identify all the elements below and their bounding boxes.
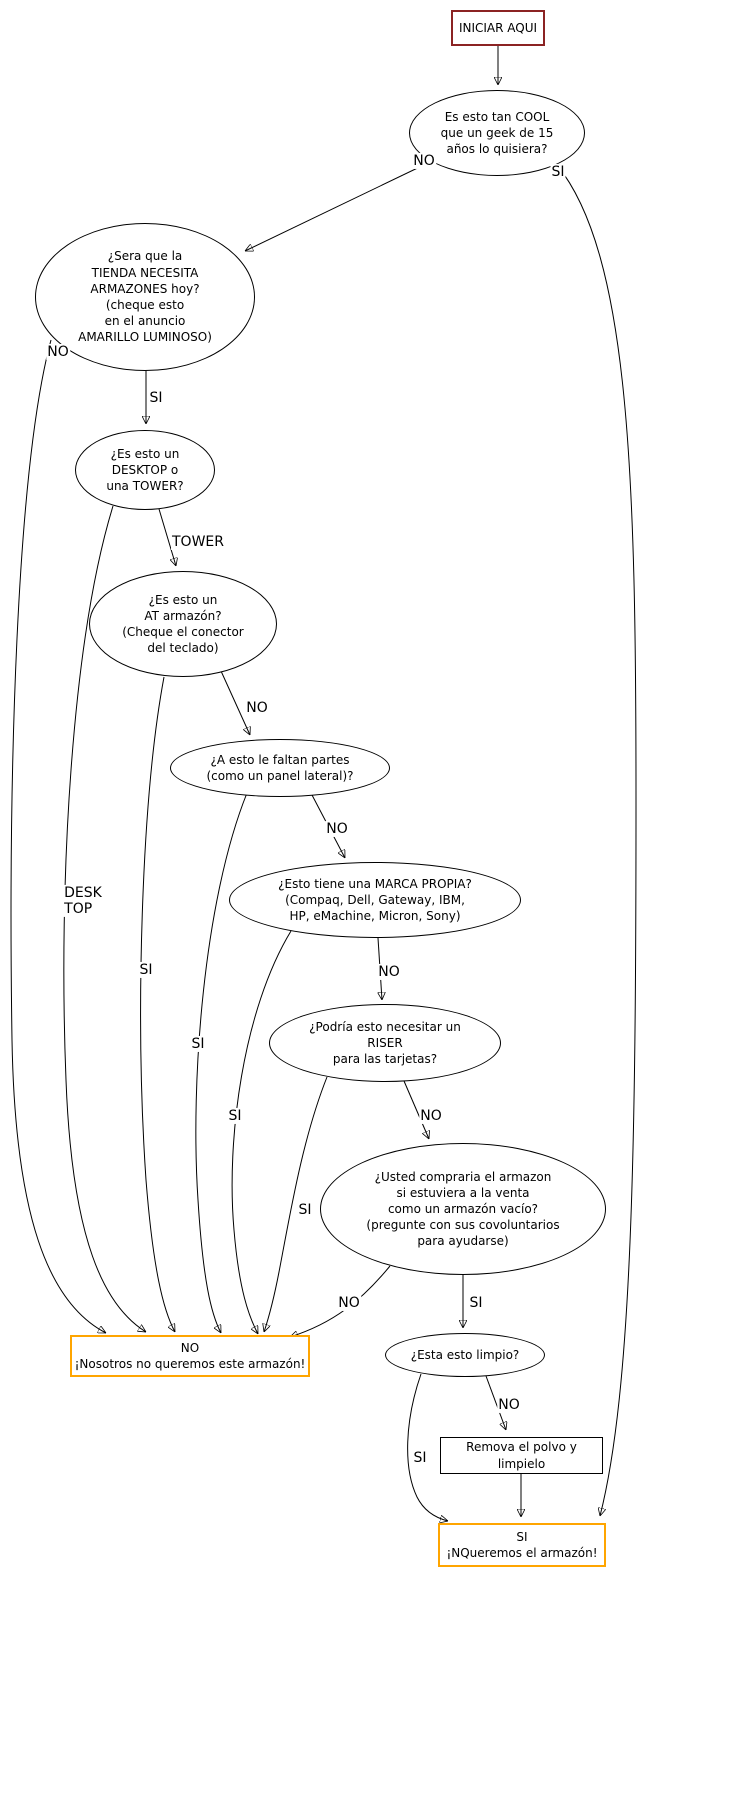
edge-label-at-faltan: NO [245,699,269,717]
node-tienda-label: ¿Sera que la TIENDA NECESITA ARMAZONES h… [78,249,212,345]
edge-desktower-at [158,508,176,566]
node-compraria-question: ¿Usted compraria el armazon si estuviera… [320,1143,606,1275]
edge-riser-nobox [264,1076,328,1332]
node-tienda-question: ¿Sera que la TIENDA NECESITA ARMAZONES h… [35,223,255,371]
edge-limpio-remova [485,1375,506,1430]
node-at-question: ¿Es esto un AT armazón? (Cheque el conec… [89,571,277,677]
edge-label-limpio-si: SI [412,1449,428,1467]
node-start-label: INICIAR AQUI [458,20,538,35]
node-limpio-label: ¿Esta esto limpio? [410,1347,520,1362]
node-marca-question: ¿Esto tiene una MARCA PROPIA? (Compaq, D… [229,862,521,938]
node-riser-question: ¿Podría esto necesitar un RISER para las… [269,1004,501,1082]
edge-label-marca-no: SI [227,1107,243,1125]
edge-cool-tienda [245,162,429,251]
node-si-terminal-label: SI ¡NQueremos el armazón! [446,1529,598,1560]
node-desktop-tower-question: ¿Es esto un DESKTOP o una TOWER? [75,430,215,510]
edge-label-tienda-desktower: SI [148,389,164,407]
edge-at-nobox [140,676,176,1332]
edge-label-faltan-no: SI [190,1035,206,1053]
node-start: INICIAR AQUI [451,10,545,46]
edge-faltan-nobox [195,792,248,1333]
edge-tienda-nobox [10,339,106,1334]
node-remova-label: Remova el polvo y limpielo [466,1440,577,1471]
edge-label-marca-riser: NO [377,963,401,981]
edge-cool-sibox [556,164,637,1516]
edge-label-tienda-no: NO [46,343,70,361]
edge-at-faltan [220,670,250,735]
edge-label-desktower-at: TOWER [171,533,225,551]
node-faltan-question: ¿A esto le faltan partes (como un panel … [170,739,390,797]
node-desktop-tower-label: ¿Es esto un DESKTOP o una TOWER? [106,446,184,494]
edge-label-cool-tienda: NO [412,152,436,170]
node-cool-label: Es esto tan COOL que un geek de 15 años … [440,109,554,157]
node-no-terminal-label: NO ¡Nosotros no queremos este armazón! [74,1340,306,1371]
node-faltan-label: ¿A esto le faltan partes (como un panel … [206,752,354,783]
edge-label-compraria-limpio: SI [468,1294,484,1312]
node-no-terminal: NO ¡Nosotros no queremos este armazón! [70,1335,310,1377]
edge-label-faltan-marca: NO [325,820,349,838]
node-compraria-label: ¿Usted compraria el armazon si estuviera… [366,1169,560,1249]
edge-label-limpio-remova: NO [497,1396,521,1414]
edge-label-riser-compraria: NO [419,1107,443,1125]
edge-label-cool-si: SI [550,163,566,181]
node-marca-label: ¿Esto tiene una MARCA PROPIA? (Compaq, D… [278,876,472,924]
edge-label-compraria-no: NO [337,1294,361,1312]
node-si-terminal: SI ¡NQueremos el armazón! [438,1523,606,1567]
node-remova-action: Remova el polvo y limpielo [440,1437,603,1474]
node-at-label: ¿Es esto un AT armazón? (Cheque el conec… [122,592,244,656]
edge-label-desktower-no: DESK TOP [63,884,103,918]
edge-label-riser-no: SI [297,1201,313,1219]
edge-desktower-nobox [63,505,146,1332]
node-limpio-question: ¿Esta esto limpio? [385,1333,545,1377]
edge-marca-nobox [231,930,292,1334]
node-riser-label: ¿Podría esto necesitar un RISER para las… [309,1019,461,1067]
edge-label-at-no: SI [138,961,154,979]
edge-riser-compraria [403,1080,429,1139]
edge-limpio-sibox [407,1373,448,1521]
node-cool-question: Es esto tan COOL que un geek de 15 años … [409,90,585,176]
